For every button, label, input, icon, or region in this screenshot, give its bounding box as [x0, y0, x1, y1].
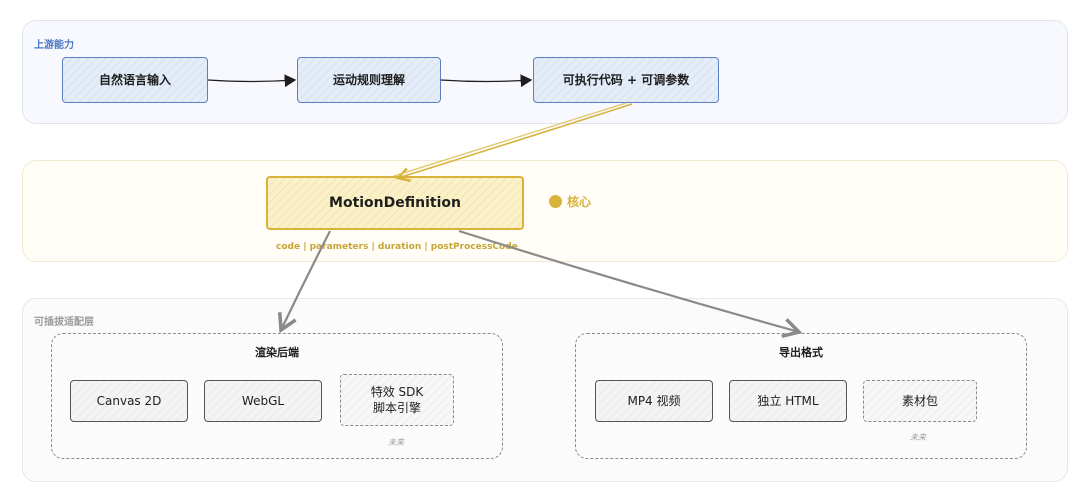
- arrow-core-to-render: [277, 230, 331, 334]
- core-layer: [22, 160, 1068, 262]
- core-badge-label: 核心: [567, 195, 592, 209]
- group-render-backend: [51, 333, 503, 459]
- core-badge: 核心: [549, 193, 591, 210]
- upstream-layer-label: 上游能力: [34, 40, 74, 51]
- node-canvas-2d[interactable]: Canvas 2D: [70, 380, 188, 422]
- group-export-format-title: 导出格式: [779, 346, 823, 359]
- node-mp4-video[interactable]: MP4 视频: [595, 380, 713, 422]
- node-asset-pack[interactable]: 素材包: [863, 380, 977, 422]
- node-effects-sdk[interactable]: 特效 SDK 脚本引擎: [340, 374, 454, 426]
- node-executable-code[interactable]: 可执行代码 + 可调参数: [533, 57, 719, 103]
- node-motion-rule-understanding[interactable]: 运动规则理解: [297, 57, 441, 103]
- arrow-input-to-rules: [207, 74, 297, 88]
- node-webgl[interactable]: WebGL: [204, 380, 322, 422]
- node-standalone-html[interactable]: 独立 HTML: [729, 380, 847, 422]
- group-render-backend-title: 渲染后端: [255, 346, 299, 359]
- arrow-core-to-export: [458, 229, 803, 339]
- adapter-layer-label: 可插拔适配层: [34, 317, 94, 328]
- node-natural-language-input[interactable]: 自然语言输入: [62, 57, 208, 103]
- render-future-note: 未来: [388, 438, 404, 447]
- arrow-code-to-core: [395, 103, 633, 183]
- core-fields: code | parameters | duration | postProce…: [276, 242, 518, 252]
- export-future-note: 未来: [910, 433, 926, 442]
- node-motion-definition[interactable]: MotionDefinition: [266, 176, 524, 230]
- arrow-rules-to-code: [440, 74, 533, 88]
- core-dot-icon: [549, 195, 562, 208]
